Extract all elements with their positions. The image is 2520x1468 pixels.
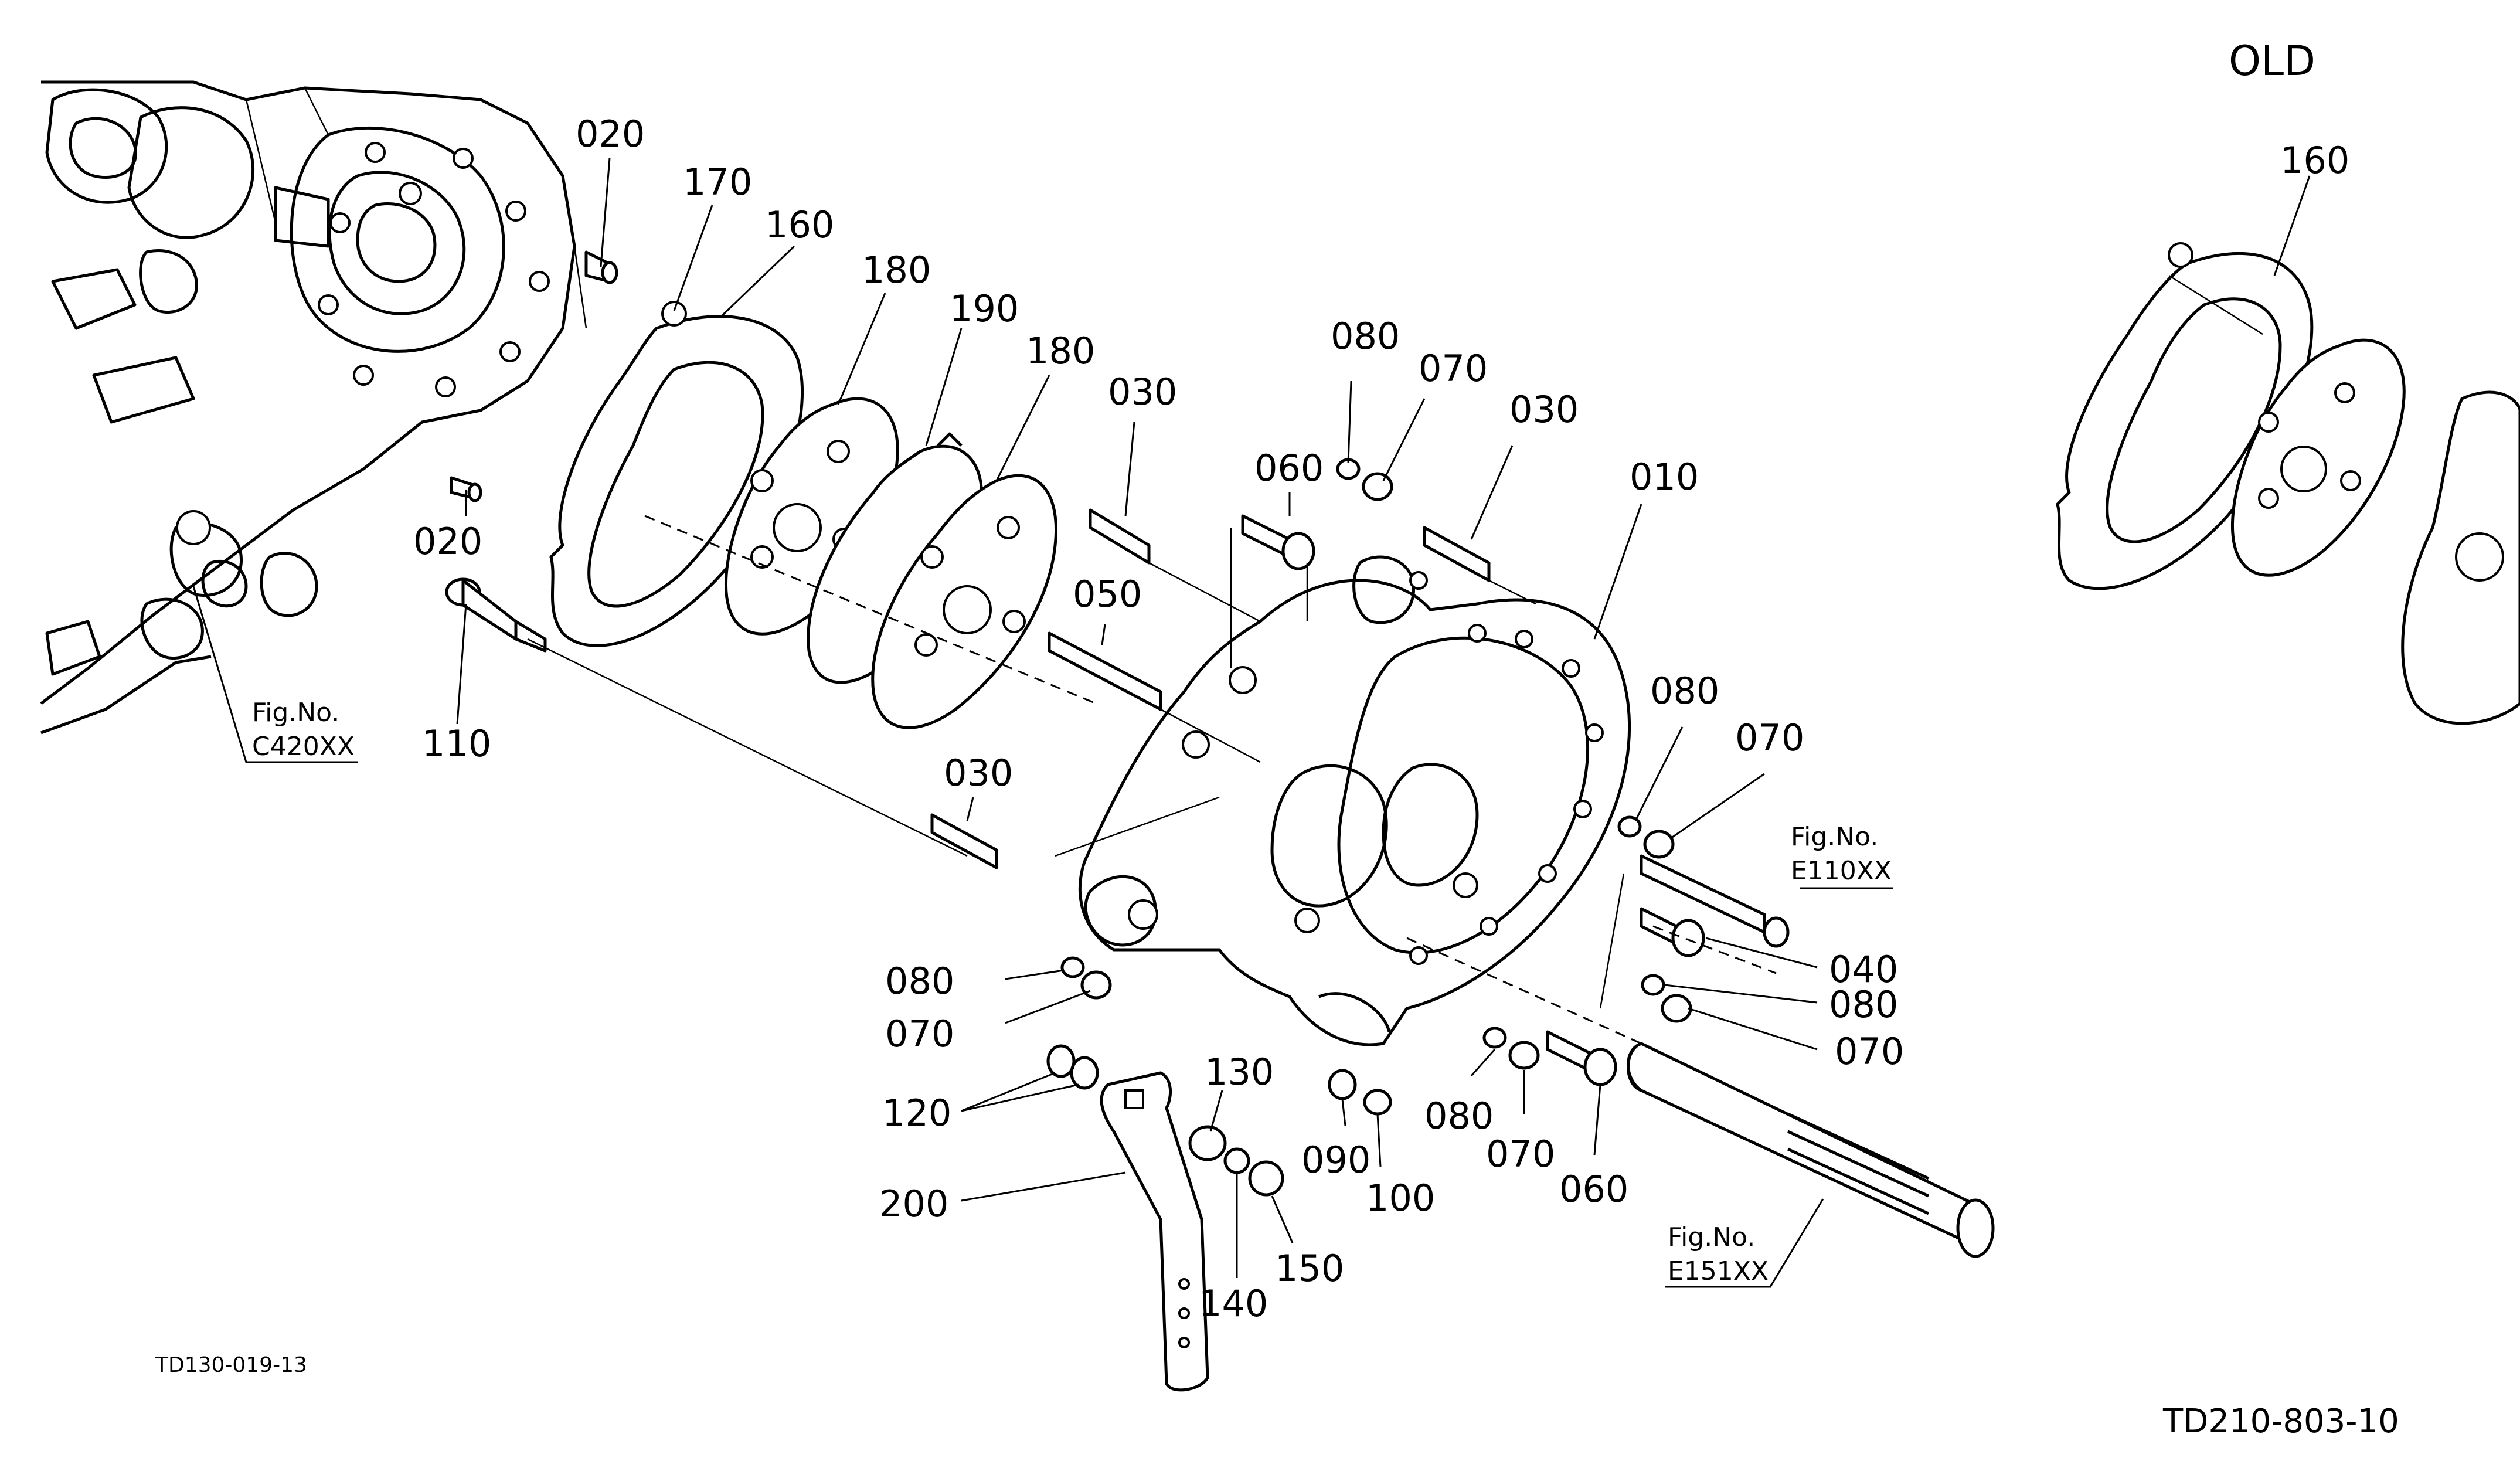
callout-070-left: 070	[885, 1012, 954, 1055]
dowel-pin-upper	[584, 250, 618, 284]
callout-160: 160	[765, 203, 834, 246]
callout-160-old: 160	[2280, 139, 2349, 182]
callout-150: 150	[1275, 1247, 1344, 1290]
callout-030-mid: 030	[944, 752, 1013, 794]
callout-100: 100	[1366, 1177, 1435, 1219]
stud-050	[1048, 631, 1162, 711]
washer-080-left	[1060, 956, 1085, 978]
stud-030-mid	[930, 813, 998, 869]
callout-180-left: 180	[862, 249, 931, 291]
cover-plate-160	[549, 302, 804, 647]
callout-140: 140	[1199, 1282, 1268, 1325]
old-label: OLD	[2229, 37, 2315, 85]
callout-030-top-right: 030	[1509, 388, 1579, 431]
fig-ref-e110-code: E110XX	[1791, 856, 1892, 886]
bolt-060-bottom	[1546, 1030, 1617, 1086]
nut-070-right-bottom	[1661, 994, 1692, 1023]
callout-050: 050	[1073, 573, 1142, 616]
bolt-060-top	[1241, 514, 1315, 570]
old-version-drawing	[2056, 242, 2520, 725]
callout-020-bottom: 020	[413, 520, 482, 563]
fig-ref-c420-caption: Fig.No.	[252, 698, 339, 728]
callout-070-bottom: 070	[1486, 1133, 1555, 1175]
callout-030-top-left: 030	[1108, 371, 1177, 413]
callout-040: 040	[1829, 948, 1898, 991]
nut-070-top	[1362, 472, 1393, 501]
nut-070-bottom	[1508, 1041, 1540, 1070]
nut-070-left	[1080, 970, 1112, 1000]
nut-150	[1248, 1160, 1284, 1197]
diagram-code-right: TD210-803-10	[2162, 1402, 2399, 1440]
fitting-090	[1328, 1069, 1357, 1100]
washer-130	[1188, 1125, 1227, 1161]
clutch-housing-010	[1078, 555, 1631, 1046]
dowel-pin-lower	[450, 476, 482, 502]
fig-ref-e151-caption: Fig.No.	[1668, 1222, 1755, 1252]
callout-leaders	[192, 158, 2311, 1288]
callout-020-top: 020	[576, 113, 645, 155]
seal-100	[1363, 1089, 1392, 1116]
washer-080-right-top	[1617, 815, 1642, 838]
callout-080-top: 080	[1331, 315, 1400, 358]
stud-right-e110	[1640, 854, 1790, 948]
nut-070-right-top	[1643, 830, 1675, 859]
spring-washer-140	[1223, 1147, 1250, 1174]
callout-070-right-bottom: 070	[1835, 1030, 1904, 1073]
callout-080-bottom: 080	[1424, 1095, 1494, 1137]
friction-plate-180-right	[871, 474, 1057, 729]
callout-070-right-top: 070	[1735, 716, 1804, 759]
callout-090: 090	[1301, 1139, 1370, 1181]
callout-200: 200	[879, 1182, 948, 1225]
o-ring-120-a	[1046, 1044, 1076, 1078]
fig-ref-c420-code: C420XX	[252, 732, 355, 762]
output-shaft	[1627, 1042, 1995, 1258]
callout-080-right-top: 080	[1650, 670, 1719, 712]
stud-030-top-left	[1089, 508, 1151, 565]
o-ring-120-b	[1070, 1056, 1099, 1090]
callout-110: 110	[422, 722, 491, 765]
callout-080-right-bottom: 080	[1829, 983, 1898, 1026]
washer-170	[661, 301, 687, 327]
callout-060-top: 060	[1254, 447, 1324, 490]
lever-200	[1100, 1071, 1209, 1392]
diagram-code-left: TD130-019-13	[155, 1353, 307, 1377]
callout-190: 190	[950, 287, 1019, 330]
washer-080-bottom	[1482, 1027, 1507, 1049]
assembly-lines	[527, 515, 1777, 1045]
transmission-case-drawing	[40, 80, 587, 735]
callout-130: 130	[1205, 1051, 1274, 1093]
callout-120: 120	[882, 1092, 951, 1134]
callout-170: 170	[683, 161, 752, 203]
callout-080-left: 080	[885, 960, 954, 1003]
fig-ref-e151-code: E151XX	[1668, 1256, 1769, 1286]
callout-180-right: 180	[1026, 329, 1095, 372]
fig-ref-e110-caption: Fig.No.	[1791, 822, 1878, 852]
stud-030-top-right	[1423, 526, 1491, 582]
callout-060-bottom: 060	[1559, 1168, 1628, 1211]
callout-010: 010	[1630, 456, 1699, 498]
callout-070-top: 070	[1419, 347, 1488, 390]
bolt-040	[1640, 907, 1705, 957]
washer-080-right-bottom	[1641, 974, 1665, 996]
